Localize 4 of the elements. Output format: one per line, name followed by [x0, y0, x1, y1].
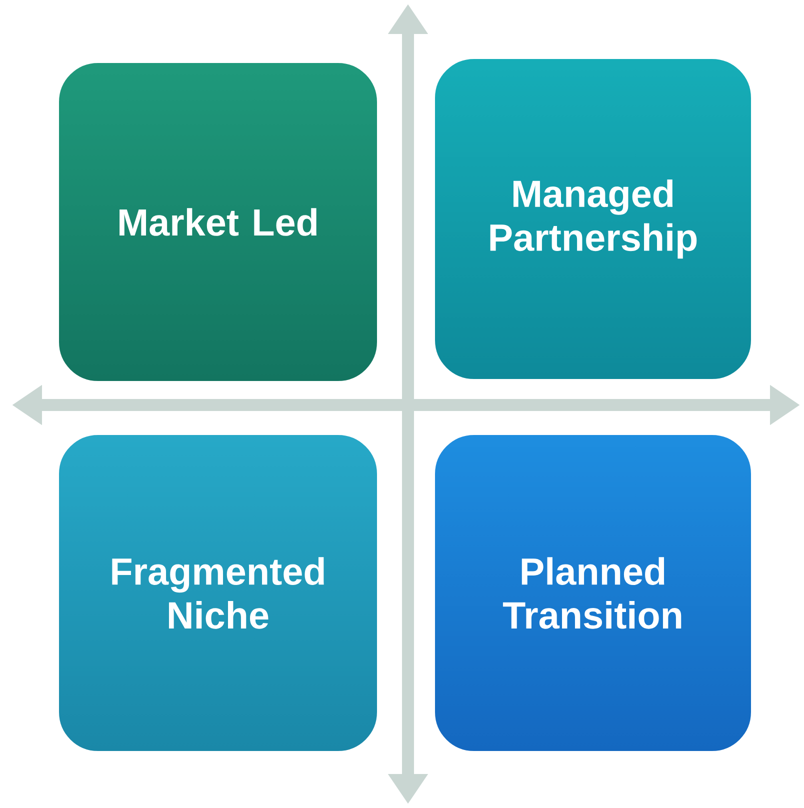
quadrant-box: Market Led — [57, 61, 379, 383]
quadrant-box: Fragmented Niche — [57, 433, 379, 753]
quadrant-box: Managed Partnership — [433, 57, 753, 381]
quadrant-box: Planned Transition — [433, 433, 753, 753]
